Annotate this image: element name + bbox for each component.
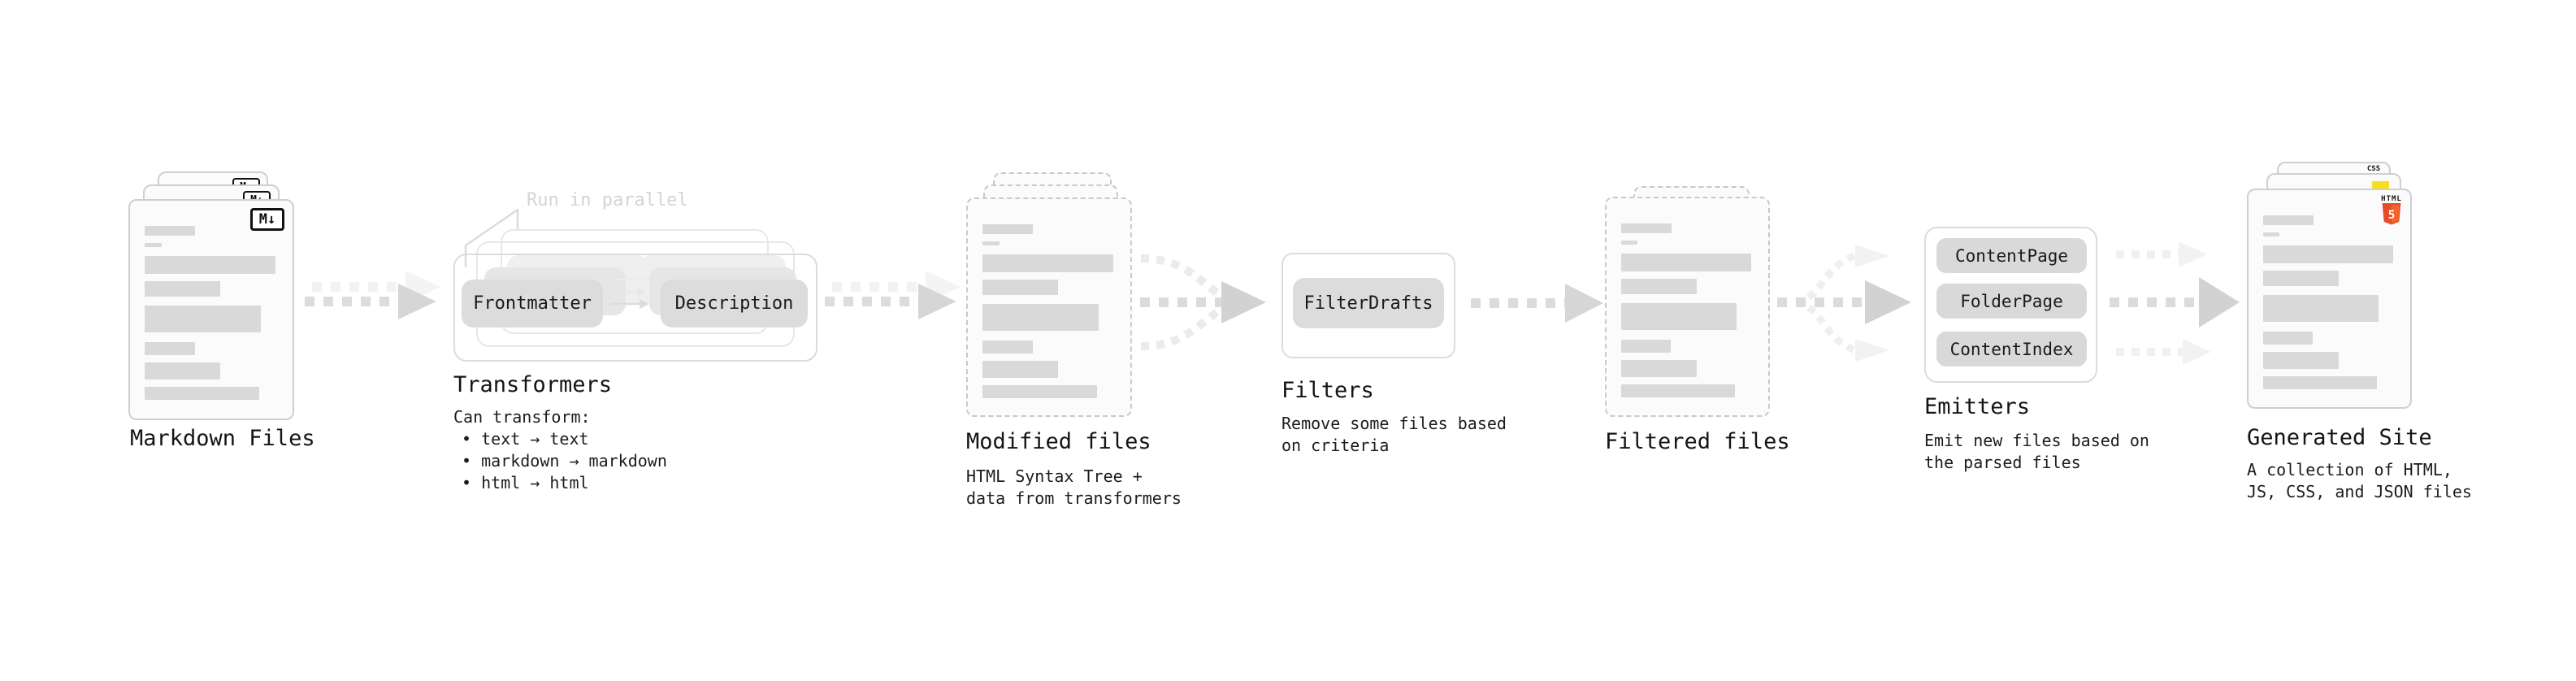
stage-label-transformers: Transformers	[453, 372, 613, 397]
stage-label-filters: Filters	[1281, 378, 1374, 403]
stage-label-emitters: Emitters	[1924, 394, 2031, 419]
filters-frame	[1281, 253, 1455, 358]
file-card: M↓	[128, 199, 294, 420]
transformer-pill-frontmatter: Frontmatter	[462, 280, 603, 327]
emitter-pill-folderpage: FolderPage	[1936, 284, 2087, 319]
stage-label-markdown-files: Markdown Files	[130, 426, 315, 451]
diverge-arrow-icon	[1777, 245, 1911, 362]
flow-arrow-icon	[305, 271, 440, 319]
file-content-bars	[1621, 223, 1754, 397]
stage-label-filtered-files: Filtered files	[1605, 429, 1790, 454]
filters-sublabel: Remove some files based on criteria	[1281, 414, 1507, 455]
modified-files-sublabel: HTML Syntax Tree + data from transformer…	[966, 466, 1182, 508]
parallel-arrows-icon	[610, 275, 649, 309]
html5-icon: HTML 5	[2378, 195, 2405, 226]
emitter-pill-contentpage: ContentPage	[1936, 238, 2087, 273]
filter-pill-filterdrafts: FilterDrafts	[1293, 278, 1444, 328]
transformers-bullet: • html → html	[462, 473, 589, 492]
transformers-bullet: • markdown → markdown	[462, 451, 667, 471]
svg-text:5: 5	[2388, 209, 2396, 222]
file-content-bars	[145, 226, 278, 400]
emitters-frame	[1924, 227, 2097, 383]
js-icon	[2372, 181, 2389, 189]
emitter-pill-contentindex: ContentIndex	[1936, 332, 2087, 367]
transformer-pill-description: Description	[661, 280, 808, 327]
html5-badge-title: HTML	[2381, 195, 2402, 203]
stage-label-modified-files: Modified files	[966, 429, 1151, 454]
triple-arrow-icon	[2110, 241, 2240, 365]
html5-shield: 5	[2382, 203, 2401, 225]
file-card: HTML 5	[2247, 189, 2412, 409]
file-card	[1605, 197, 1770, 417]
flow-arrow-icon	[825, 271, 961, 319]
transformers-bullet: • text → text	[462, 429, 589, 449]
emitters-sublabel: Emit new files based on the parsed files	[1924, 431, 2149, 472]
file-card	[966, 197, 1132, 417]
file-content-bars	[982, 224, 1116, 398]
stage-label-generated-site: Generated Site	[2247, 425, 2432, 450]
transformers-description-intro: Can transform:	[453, 407, 591, 427]
converge-arrow-icon	[1140, 254, 1266, 350]
file-content-bars	[2263, 215, 2396, 389]
flow-arrow-icon	[1471, 284, 1603, 323]
run-in-parallel-note: Run in parallel	[527, 190, 688, 210]
markdown-icon: M↓	[250, 208, 284, 231]
transformer-frame	[453, 254, 817, 362]
generated-site-sublabel: A collection of HTML, JS, CSS, and JSON …	[2247, 460, 2472, 501]
css-badge-text: CSS	[2366, 165, 2381, 173]
